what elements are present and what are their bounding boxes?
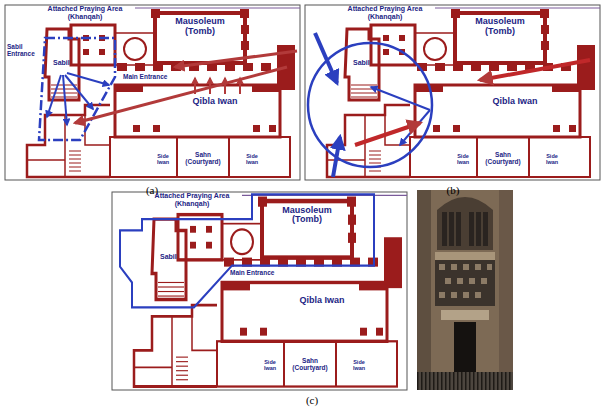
facade-photo xyxy=(469,278,475,284)
room-label: Sabil xyxy=(160,253,177,261)
facade-photo xyxy=(451,292,457,298)
room-label: Qibla Iwan xyxy=(287,296,357,306)
room-label: Side Iwan xyxy=(348,359,370,371)
facade-photo xyxy=(435,252,495,260)
facade-photo xyxy=(417,190,431,390)
panel-b xyxy=(315,33,337,83)
room-label: Main Entrance xyxy=(123,73,167,80)
panel-b xyxy=(305,5,600,180)
room-label: Mausoleum (Tomb) xyxy=(468,17,532,37)
room-label: Side Iwan xyxy=(259,359,281,371)
facade-photo xyxy=(451,264,457,270)
panel-c xyxy=(112,192,407,390)
facade-photo xyxy=(435,260,495,306)
panel-a xyxy=(194,78,196,94)
panel-a xyxy=(67,73,109,85)
room-label: Mausoleum (Tomb) xyxy=(168,17,232,37)
room-label: Attached Praying Area (Khanqah) xyxy=(37,5,133,20)
facade-photo xyxy=(454,322,476,372)
panel-b xyxy=(333,137,340,177)
facade-photo xyxy=(463,264,469,270)
panel-c xyxy=(112,192,407,390)
facade-photo xyxy=(457,278,463,284)
facade-photo xyxy=(455,212,456,246)
panel-a xyxy=(75,51,297,123)
facade-photo xyxy=(417,190,513,390)
panel-c xyxy=(120,194,374,307)
panel-a xyxy=(195,78,240,94)
facade-photo xyxy=(448,212,482,246)
facade-photo xyxy=(463,292,469,298)
panel-a xyxy=(75,67,287,123)
facade-photo xyxy=(499,190,513,390)
room-label: Qibla Iwan xyxy=(180,97,250,107)
room-label: Sahn (Courtyard) xyxy=(479,151,527,165)
panel-a xyxy=(27,8,300,177)
facade-photo xyxy=(437,197,493,250)
panel-b xyxy=(327,8,600,177)
room-label: Side Iwan xyxy=(452,153,474,165)
room-label: Side Iwan xyxy=(241,153,263,165)
facade-photo xyxy=(441,310,489,320)
facade-photo xyxy=(487,264,492,270)
room-label: Main Entrance xyxy=(230,269,274,276)
panel-a xyxy=(209,78,211,94)
panel-a xyxy=(224,78,226,94)
facade-photo xyxy=(417,372,513,390)
panel-c xyxy=(120,194,407,386)
facade-photo xyxy=(439,264,445,270)
panel-a xyxy=(47,75,61,117)
panel-b xyxy=(355,123,420,145)
facade-photo xyxy=(481,278,487,284)
room-label: Sahn (Courtyard) xyxy=(179,151,227,165)
room-label: Mausoleum (Tomb) xyxy=(275,206,339,226)
facade-photo xyxy=(445,278,451,284)
facade-photo xyxy=(439,264,492,298)
room-label: Side Iwan xyxy=(152,153,174,165)
facade-photo xyxy=(448,212,449,246)
panel-b xyxy=(371,87,430,110)
panel-c xyxy=(134,195,407,386)
panel-a xyxy=(5,5,300,180)
room-label: Sabil xyxy=(353,59,370,67)
facade-photo xyxy=(482,212,483,246)
room-label: Side Iwan xyxy=(541,153,563,165)
facade-photo xyxy=(417,190,513,390)
panel-b xyxy=(305,5,600,180)
room-label: Attached Praying Area (Khanqah) xyxy=(144,192,240,207)
room-label: Attached Praying Area (Khanqah) xyxy=(337,5,433,20)
panel-b xyxy=(355,60,590,145)
facade-photo xyxy=(439,292,445,298)
room-label: Sabil Entrance xyxy=(7,43,41,57)
facade-photo xyxy=(475,292,481,298)
facade-photo xyxy=(417,372,513,390)
facade-photo xyxy=(469,212,488,246)
facade-photo xyxy=(442,212,461,246)
panel-a xyxy=(63,75,67,125)
panel-a xyxy=(239,78,241,94)
panel-b xyxy=(480,60,590,80)
panel-a xyxy=(175,51,297,67)
facade-photo xyxy=(475,212,476,246)
panel-a xyxy=(39,38,115,140)
room-label: Sabil xyxy=(53,59,70,67)
panel-b xyxy=(315,33,340,177)
facade-photo xyxy=(475,264,481,270)
panel-a xyxy=(5,5,300,180)
room-label: Sahn (Courtyard) xyxy=(286,357,334,371)
panel-caption: (b) xyxy=(447,184,460,196)
room-label: Qibla Iwan xyxy=(480,97,550,107)
panel-caption: (c) xyxy=(306,394,318,406)
